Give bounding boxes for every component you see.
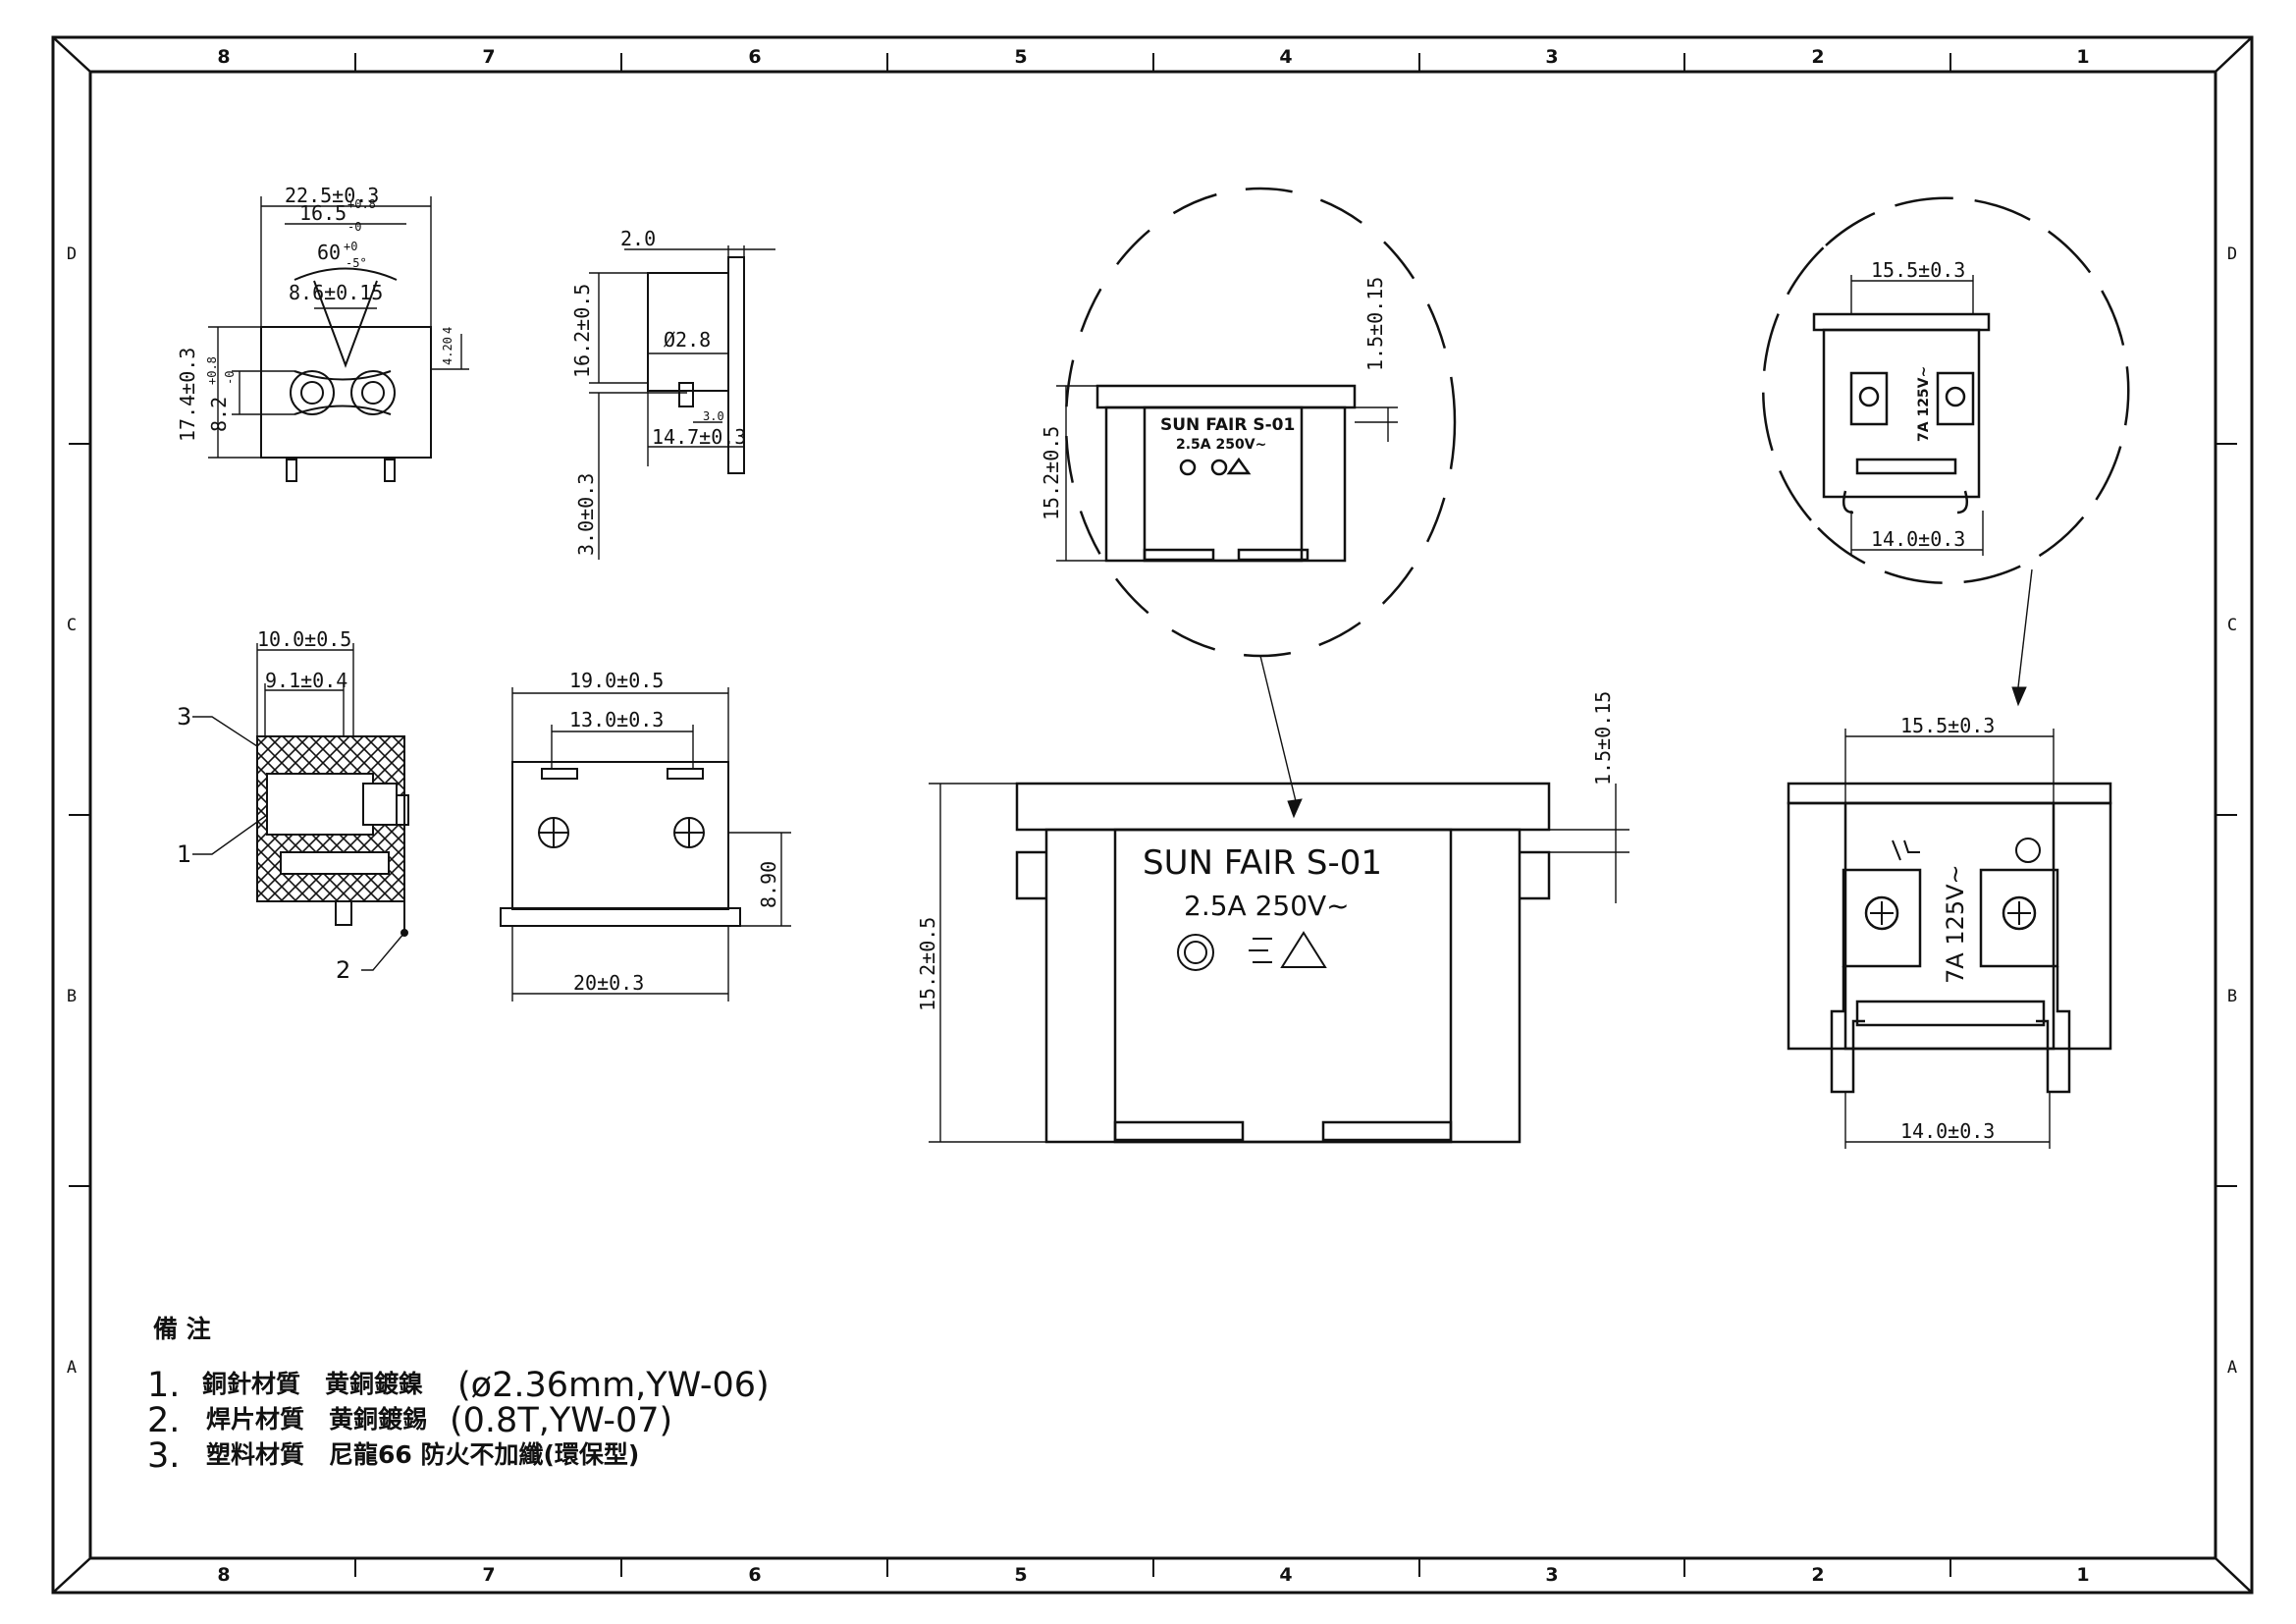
main-dim-height: 15.2±0.5: [916, 917, 939, 1011]
terminal-view: [1787, 729, 2112, 1149]
section-view: [192, 643, 409, 971]
terminal-detail-dim-top: 15.5±0.3: [1871, 258, 1965, 282]
dim-top-offset: 4.20: [441, 337, 454, 365]
main-dim-flange: 1.5±0.15: [1591, 691, 1615, 785]
note-3-number: 3.: [147, 1436, 180, 1476]
zone-col-label: 8: [217, 1564, 230, 1586]
zone-row-label: A: [67, 1358, 77, 1378]
main-label-view: [929, 782, 1629, 1144]
zone-row-label: B: [2227, 987, 2237, 1006]
front-view: [208, 196, 469, 482]
dim-pin-length: 3.0±0.3: [574, 473, 598, 556]
dim-top-offset-2: 4: [441, 327, 454, 334]
note-2-spec: (0.8T,YW-07): [450, 1401, 672, 1440]
terminal-dim-top: 15.5±0.3: [1900, 714, 1995, 737]
dim-body-height: 16.2±0.5: [570, 284, 594, 378]
notes-title: 備 注: [153, 1315, 211, 1343]
zone-col-label: 2: [1811, 46, 1824, 68]
detail-circle-label-text: SUN FAIR S-01 2.5A 250V~ 1.5±0.15 15.2±0…: [1040, 277, 1387, 520]
zone-col-label: 3: [1545, 46, 1558, 68]
zone-row-label: D: [2227, 244, 2237, 264]
dim-slot-tol-lower: -0: [347, 220, 361, 234]
terminal-detail-circle: [1762, 196, 2130, 707]
terminal-detail-rating: 7A 125V~: [1916, 366, 1932, 442]
detail-dim-flange: 1.5±0.15: [1363, 277, 1387, 371]
zone-col-label: 5: [1014, 46, 1027, 68]
main-label-text: SUN FAIR S-01 2.5A 250V~ 15.2±0.5 1.5±0.…: [916, 691, 1615, 1011]
label-brand: SUN FAIR S-01: [1143, 843, 1382, 883]
zone-col-label: 7: [482, 46, 495, 68]
zone-row-label: C: [2227, 616, 2237, 635]
dim-section-depth: 10.0±0.5: [257, 627, 351, 651]
section-view-dims: 10.0±0.5 9.1±0.4 3 1 2: [177, 627, 351, 984]
top-view-dims: 19.0±0.5 13.0±0.3 8.90 20±0.3: [569, 669, 780, 995]
dim-depth: 14.7±0.3: [652, 425, 746, 449]
dim-pin-pitch: 8.6±0.15: [289, 281, 383, 304]
front-view-dims: 22.5±0.3 16.5 +0.8 -0 60 +0 -5° 8.6±0.15…: [176, 184, 454, 442]
dim-top-width: 19.0±0.5: [569, 669, 664, 692]
dim-top-depth: 8.90: [757, 861, 780, 908]
detail-circle-label: [1056, 187, 1457, 802]
side-view-dims: 2.0 16.2±0.5 Ø2.8 3.0 14.7±0.3 3.0±0.3: [570, 227, 746, 556]
callout-3: 3: [177, 703, 191, 731]
dim-slot-tol-upper: +0.8: [347, 197, 376, 211]
note-2-number: 2.: [147, 1401, 180, 1440]
zone-col-label: 6: [748, 1564, 761, 1586]
dim-pin-height-tol-upper: +0.8: [205, 356, 219, 385]
drawing-frame: [51, 35, 2254, 1595]
terminal-view-text: 15.5±0.3 14.0±0.3 7A 125V~: [1900, 714, 1995, 1143]
detail-brand: SUN FAIR S-01: [1160, 415, 1295, 435]
zone-row-label: C: [67, 616, 77, 635]
note-2-material: 焊片材質 黄銅鍍錫: [206, 1405, 427, 1434]
zone-col-label: 4: [1279, 46, 1292, 68]
terminal-rating: 7A 125V~: [1942, 864, 1969, 984]
detail-dim-height: 15.2±0.5: [1040, 426, 1063, 520]
label-rating: 2.5A 250V~: [1184, 890, 1350, 922]
dim-flange: 2.0: [620, 227, 656, 250]
zone-col-label: 4: [1279, 1564, 1292, 1586]
dim-angle: 60: [317, 241, 341, 264]
notes-block: 備 注 1. 銅針材質 黄銅鍍鎳 (ø2.36mm,YW-06) 2. 焊片材質…: [147, 1315, 770, 1476]
zone-col-label: 2: [1811, 1564, 1824, 1586]
zone-row-label: B: [67, 987, 77, 1006]
dim-tab: 3.0: [703, 409, 724, 423]
terminal-detail-text: 15.5±0.3 14.0±0.3 7A 125V~: [1871, 258, 1965, 551]
note-1-spec: (ø2.36mm,YW-06): [457, 1366, 770, 1405]
zone-row-label: A: [2227, 1358, 2237, 1378]
dim-section-inner: 9.1±0.4: [265, 669, 347, 692]
zone-col-label: 7: [482, 1564, 495, 1586]
detail-rating: 2.5A 250V~: [1176, 437, 1266, 453]
zone-col-label: 1: [2076, 1564, 2089, 1586]
zone-col-label: 5: [1014, 1564, 1027, 1586]
zone-row-label: D: [67, 244, 77, 264]
zone-col-label: 1: [2076, 46, 2089, 68]
dim-angle-tol-lower: -5°: [346, 256, 367, 270]
note-1-number: 1.: [147, 1366, 180, 1405]
dim-base-width: 20±0.3: [573, 971, 644, 995]
zone-col-label: 6: [748, 46, 761, 68]
dim-hole: Ø2.8: [664, 328, 711, 352]
dim-slot: 16.5: [299, 201, 347, 225]
side-view: [589, 245, 775, 560]
dim-pin-height-tol-lower: -0: [223, 371, 237, 385]
terminal-detail-dim-bottom: 14.0±0.3: [1871, 527, 1965, 551]
zone-col-label: 8: [217, 46, 230, 68]
dim-angle-tol-upper: +0: [344, 240, 357, 253]
dim-height: 17.4±0.3: [176, 348, 199, 442]
callout-1: 1: [177, 840, 191, 868]
callout-2: 2: [336, 956, 350, 984]
top-view: [500, 687, 791, 1001]
note-1-material: 銅針材質 黄銅鍍鎳: [202, 1370, 423, 1398]
zone-col-label: 3: [1545, 1564, 1558, 1586]
dim-width: 22.5±0.3: [285, 184, 379, 207]
note-3-material: 塑料材質 尼龍66 防火不加纖(環保型): [206, 1440, 639, 1469]
terminal-dim-bottom: 14.0±0.3: [1900, 1119, 1995, 1143]
dim-pin-height: 8.2: [207, 397, 231, 432]
dim-top-pitch: 13.0±0.3: [569, 708, 664, 731]
